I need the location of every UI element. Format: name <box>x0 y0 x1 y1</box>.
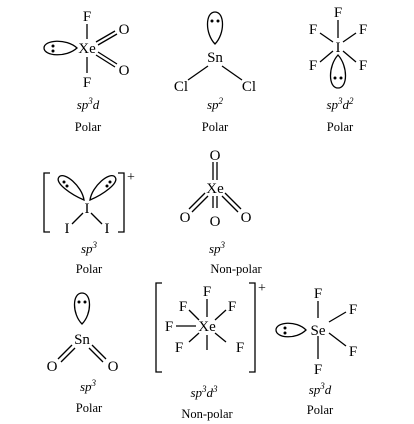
atom-f-top: F <box>83 9 91 25</box>
atom-o-upper: O <box>119 22 130 38</box>
hybridization-label: sp3d3 <box>190 384 218 400</box>
atom-f-lower-right: F <box>359 58 367 74</box>
atom-f-left: F <box>165 319 173 335</box>
atom-i-left: I <box>65 221 70 237</box>
structure-sef4: Se F F F F sp3d Polar <box>275 286 357 417</box>
hybridization-label: sp3d2 <box>326 96 354 112</box>
atom-o-right: O <box>108 359 119 375</box>
polarity-label: Polar <box>202 120 229 134</box>
atom-xe: Xe <box>198 319 216 335</box>
atom-f-lower-right: F <box>349 344 357 360</box>
atom-f-upper-left: F <box>309 22 317 38</box>
polarity-label: Polar <box>307 403 334 417</box>
lone-pair-lobe <box>275 322 307 338</box>
atom-f-top: F <box>314 286 322 302</box>
charge-plus: + <box>127 170 135 185</box>
left-bracket <box>155 282 162 373</box>
atom-f-top: F <box>203 284 211 300</box>
polarity-label: Polar <box>327 120 354 134</box>
lone-pair-lobe-right <box>89 175 117 202</box>
atom-f-upper-right: F <box>228 299 236 315</box>
atom-o-left: O <box>47 359 58 375</box>
lone-pair-lobe <box>43 40 78 56</box>
atom-i-center: I <box>85 201 90 217</box>
atom-o-lower: O <box>119 63 130 79</box>
hybridization-label: sp3d <box>77 96 100 112</box>
atom-f-lower-right: F <box>236 340 244 356</box>
atom-f-lower-left: F <box>309 58 317 74</box>
atom-i-right: I <box>105 221 110 237</box>
charge-plus: + <box>258 281 266 296</box>
atom-f-bottom: F <box>314 362 322 378</box>
structure-sno2: Sn O O sp3 Polar <box>47 292 119 415</box>
atom-o-left: O <box>180 210 191 226</box>
lone-pair-lobe-left <box>57 175 85 202</box>
structure-if5: I F F F F F sp3d2 Polar <box>309 5 367 134</box>
polarity-label: Polar <box>76 262 103 276</box>
atom-o-top: O <box>210 148 221 164</box>
hybridization-label: sp3 <box>80 378 97 394</box>
lone-pair-lobe <box>329 54 347 89</box>
structure-xef6plus: + Xe F F F F F F sp3d3 Non-polar <box>155 281 266 421</box>
hybridization-label: sp2 <box>207 96 224 112</box>
atom-o-right: O <box>241 210 252 226</box>
atom-xe: Xe <box>206 181 224 197</box>
atom-f-lower-left: F <box>175 340 183 356</box>
structure-sncl2: Sn Cl Cl sp2 Polar <box>174 11 256 134</box>
hybridization-label: sp3 <box>209 240 226 256</box>
atom-f-bottom: F <box>83 75 91 91</box>
atom-f-upper-left: F <box>179 299 187 315</box>
right-bracket <box>118 172 125 233</box>
structure-i3plus: + I I I sp3 Polar <box>43 170 135 276</box>
atom-xe: Xe <box>78 41 96 57</box>
polarity-label: Polar <box>76 401 103 415</box>
atom-cl-left: Cl <box>174 79 188 95</box>
hybridization-label: sp3 <box>81 240 98 256</box>
atom-cl-right: Cl <box>242 79 256 95</box>
lone-pair-lobe <box>206 11 224 45</box>
hybridization-label: sp3d <box>309 381 332 397</box>
structure-xef2o2: Xe F F O O sp3d Polar <box>43 9 130 134</box>
lone-pair-lobe <box>73 292 91 325</box>
atom-f-upper-right: F <box>349 302 357 318</box>
structure-xeo4: Xe O O O O sp3 Non-polar <box>180 148 263 276</box>
polarity-label: Polar <box>75 120 102 134</box>
atom-o-bottom: O <box>210 214 221 230</box>
atom-se: Se <box>311 323 326 339</box>
right-bracket <box>249 282 256 373</box>
polarity-label: Non-polar <box>181 407 233 421</box>
atom-sn: Sn <box>207 50 223 66</box>
atom-i: I <box>336 40 341 56</box>
left-bracket <box>43 172 50 233</box>
atom-sn: Sn <box>74 332 90 348</box>
polarity-label: Non-polar <box>210 262 262 276</box>
atom-f-upper-right: F <box>359 22 367 38</box>
atom-f-top: F <box>334 5 342 21</box>
